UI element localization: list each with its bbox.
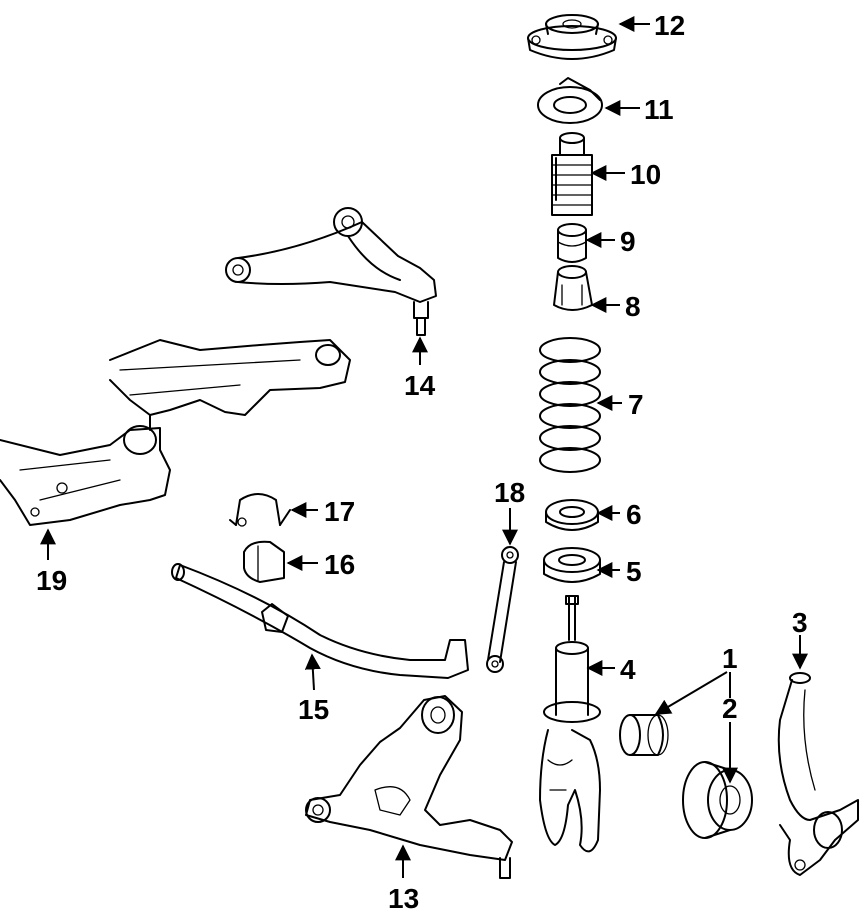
part-5-lower-spring-seat xyxy=(543,547,601,583)
part-18-stabilizer-link xyxy=(486,546,519,673)
callout-12: 12 xyxy=(654,10,685,41)
callout-11: 11 xyxy=(644,94,674,125)
callout-4: 4 xyxy=(620,654,636,685)
part-8-spring-bumper xyxy=(553,265,593,311)
part-9-jounce-bumper xyxy=(557,223,587,263)
part-15-stabilizer-bar xyxy=(171,563,469,679)
part-6-lower-isolator xyxy=(545,499,599,531)
callout-6: 6 xyxy=(626,499,642,530)
callout-1: 1 xyxy=(722,643,738,674)
part-16-stabilizer-bushing xyxy=(243,540,285,583)
callout-3: 3 xyxy=(792,607,808,638)
callout-13: 13 xyxy=(388,883,419,914)
callout-18: 18 xyxy=(494,477,525,508)
part-1-wheel-bearing xyxy=(619,714,669,756)
part-3-steering-knuckle xyxy=(777,672,859,876)
part-19-subframe xyxy=(0,339,351,526)
part-11-upper-spring-seat xyxy=(537,77,603,124)
part-12-strut-mount xyxy=(527,14,617,60)
callout-7: 7 xyxy=(628,389,644,420)
callout-9: 9 xyxy=(620,226,636,257)
leader-lines xyxy=(40,16,808,878)
callout-5: 5 xyxy=(626,556,642,587)
part-10-dust-boot xyxy=(551,132,593,216)
callout-14: 14 xyxy=(404,370,436,401)
part-14-upper-control-arm xyxy=(225,207,437,336)
callout-16: 16 xyxy=(324,549,355,580)
part-2-wheel-hub xyxy=(682,761,753,839)
callout-17: 17 xyxy=(324,496,355,527)
callout-15: 15 xyxy=(298,694,329,725)
callout-8: 8 xyxy=(625,291,641,322)
part-13-lower-control-arm xyxy=(305,695,513,879)
part-4-strut-assembly xyxy=(539,595,601,853)
part-17-stabilizer-bracket xyxy=(229,493,291,527)
callout-2: 2 xyxy=(722,693,738,724)
part-7-coil-spring xyxy=(539,337,601,473)
callout-19: 19 xyxy=(36,565,67,596)
callout-10: 10 xyxy=(630,159,661,190)
